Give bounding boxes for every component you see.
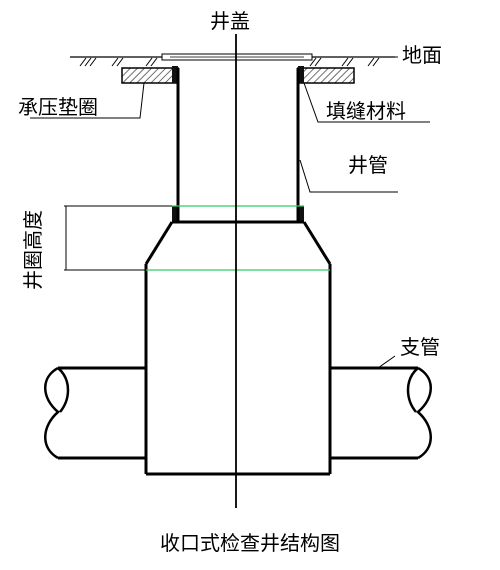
branch-pipe-label: 支管 [400, 335, 440, 359]
filler-material [172, 66, 304, 222]
leader-lines [30, 56, 430, 369]
ring-height-label: 井圈高度 [21, 210, 45, 290]
branch-pipe-right [330, 366, 432, 460]
cover-label: 井盖 [210, 9, 250, 33]
ring-height-dimension [64, 205, 172, 271]
filler-label: 填缝材料 [326, 99, 406, 123]
manhole-cover [161, 53, 313, 61]
shaft-body [144, 220, 332, 476]
riser-pipe [176, 68, 300, 222]
pressure-ring-label: 承压垫圈 [18, 95, 98, 119]
diagram-caption: 收口式检查井结构图 [160, 531, 340, 555]
riser-pipe-label: 井管 [348, 153, 388, 177]
seam-lines [146, 205, 330, 271]
ground-label: 地面 [402, 43, 442, 67]
branch-pipe-left [44, 366, 146, 460]
pressure-ring [121, 67, 355, 84]
